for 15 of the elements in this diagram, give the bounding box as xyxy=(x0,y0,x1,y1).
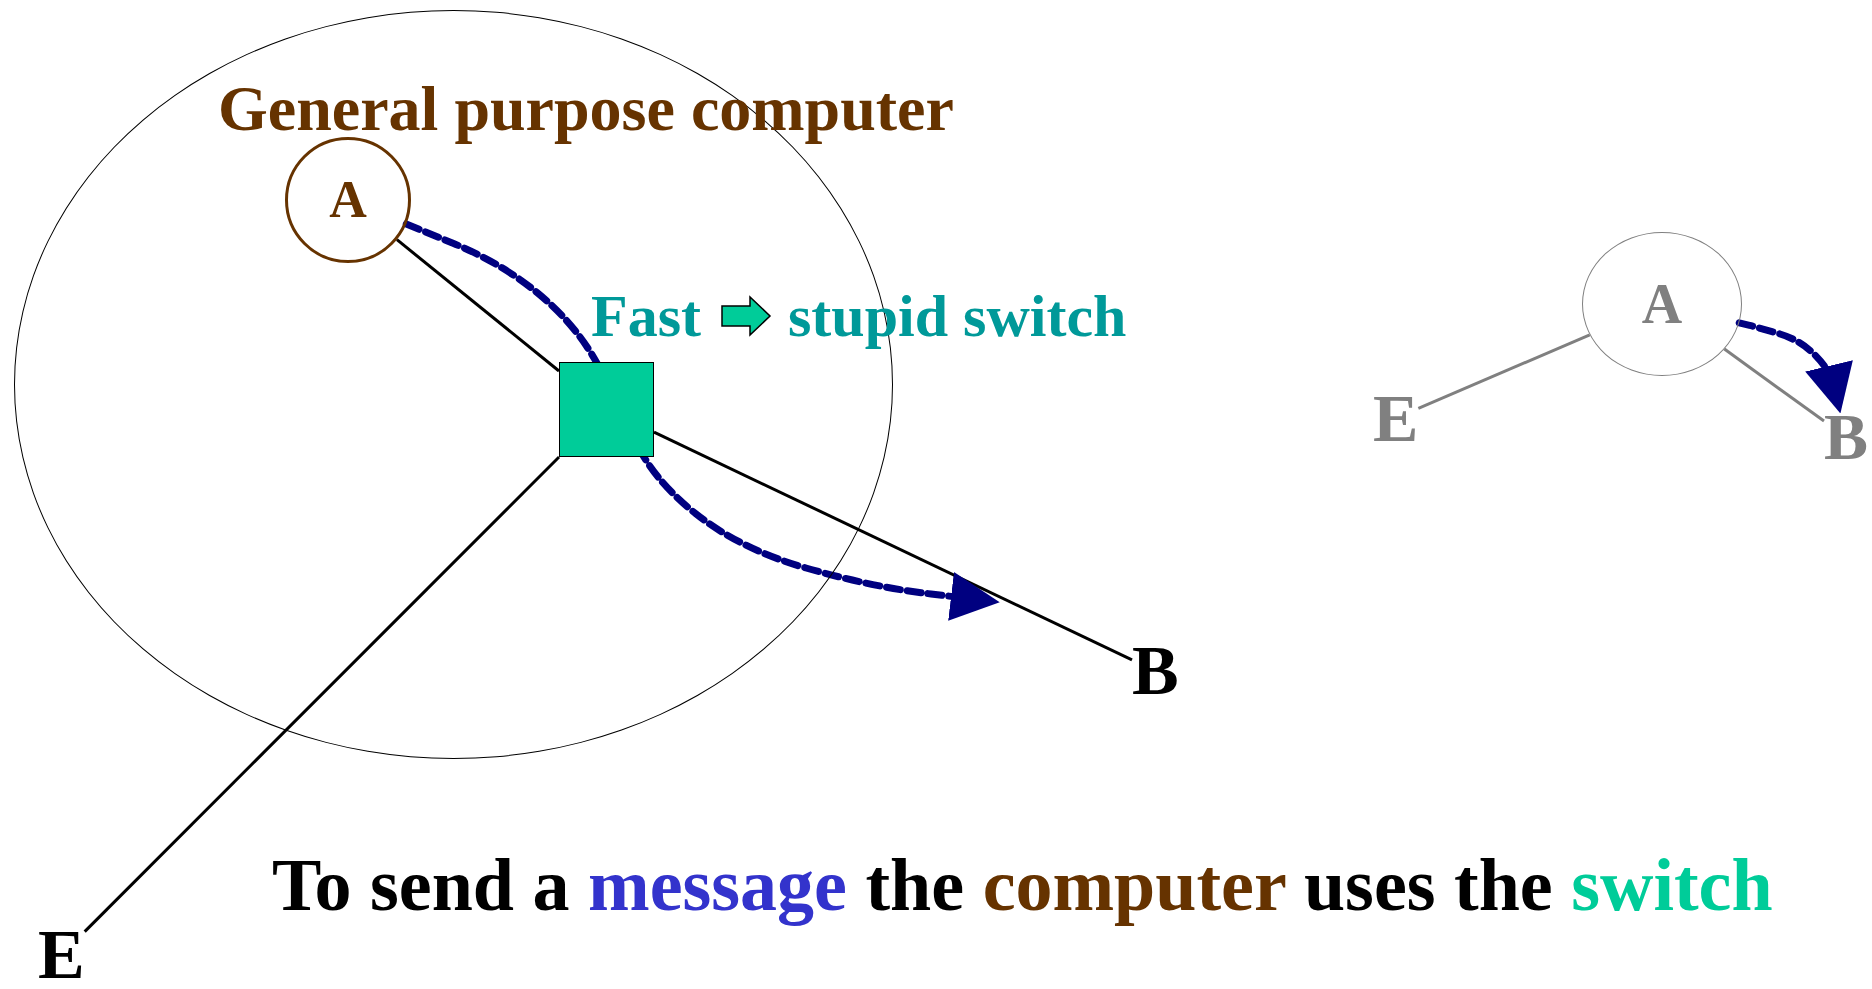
node-letter: A xyxy=(329,174,367,226)
node-label: E xyxy=(1373,384,1419,452)
connector-line xyxy=(1723,347,1825,423)
dashed-arrow xyxy=(1735,319,1853,414)
switch-box xyxy=(559,362,654,457)
node-letter: A xyxy=(1641,276,1683,332)
node-label: B xyxy=(1824,404,1869,470)
speed-label: Fast xyxy=(591,286,701,346)
node-circle xyxy=(285,137,411,263)
connector-line xyxy=(653,430,1133,662)
connector-line xyxy=(83,455,561,933)
node-label: E xyxy=(38,920,85,989)
node-label: B xyxy=(1132,636,1179,706)
connector-line xyxy=(1417,333,1591,410)
connector-line xyxy=(396,238,560,373)
